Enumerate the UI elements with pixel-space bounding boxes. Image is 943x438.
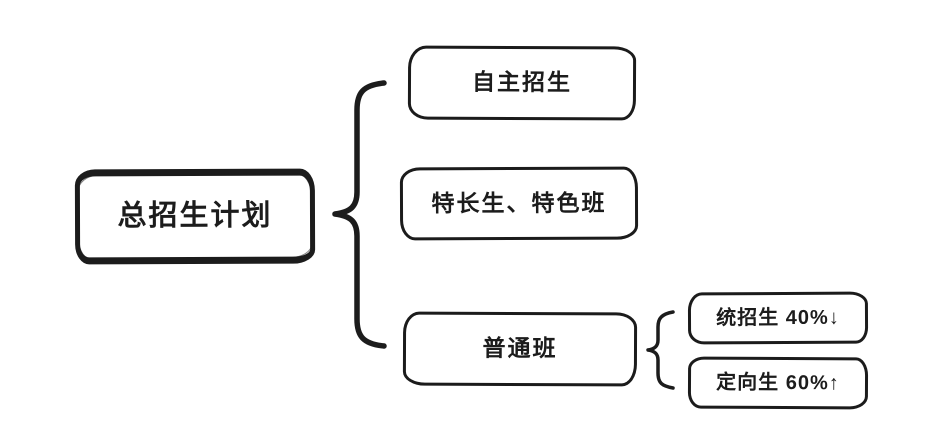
main-curly-brace-icon [332,80,387,349]
node-directed-enrollment-60: 定向生 60%↑ [687,356,869,410]
node-total-enrollment-plan: 总招生计划 [74,168,316,265]
node-label: 定向生 60%↑ [716,371,840,395]
sub-curly-brace-icon [646,310,675,390]
node-independent-enrollment: 自主招生 [407,45,637,121]
node-label: 普通班 [482,335,558,362]
node-label: 统招生 40%↓ [716,306,840,330]
node-unified-enrollment-40: 统招生 40%↓ [687,291,869,345]
node-label: 特长生、特色班 [431,189,607,217]
node-regular-class: 普通班 [402,311,638,387]
node-label: 总招生计划 [117,199,273,232]
node-special-talent-class: 特长生、特色班 [399,166,639,241]
node-label: 自主招生 [471,69,573,96]
